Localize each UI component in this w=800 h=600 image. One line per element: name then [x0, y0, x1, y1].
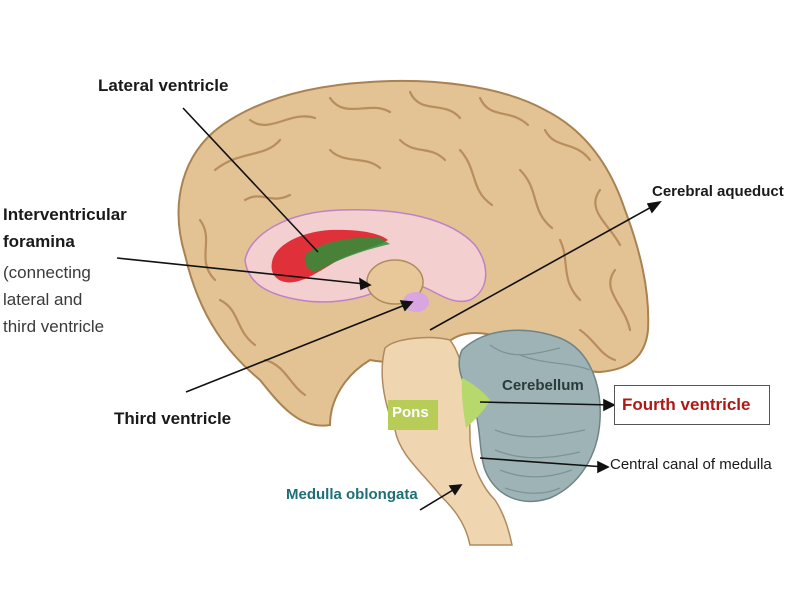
pointer-interventricular-arrowhead	[359, 277, 372, 291]
brainstem	[381, 336, 513, 546]
pointer-central	[479, 457, 606, 468]
third-ventricle-shape	[403, 292, 429, 312]
cerebellum-folia	[489, 344, 591, 494]
label-lateral-ventricle: Lateral ventricle	[98, 76, 229, 95]
label-central-canal: Central canal of medulla	[610, 456, 772, 473]
pointer-lateral	[182, 107, 319, 253]
pointer-central-arrowhead	[597, 460, 610, 474]
pointer-medulla	[419, 486, 459, 511]
pointer-fourth	[479, 401, 613, 406]
pointer-third-arrowhead	[399, 300, 414, 312]
label-pons: Pons	[392, 404, 429, 421]
label-interventricular-line2: foramina	[3, 232, 75, 251]
pointer-interventricular	[116, 257, 366, 285]
fourth-ventricle-shape	[461, 378, 490, 428]
pointer-medulla-arrowhead	[448, 484, 463, 496]
label-third-ventricle: Third ventricle	[114, 409, 232, 428]
thalamus	[366, 259, 424, 305]
label-fourth-ventricle: Fourth ventricle	[622, 395, 751, 414]
label-interventricular-note: (connecting lateral and third ventricle	[3, 263, 105, 336]
ventricle-region	[244, 209, 487, 303]
lateral-ventricle-green	[304, 237, 390, 272]
cerebrum-folds	[198, 90, 632, 397]
pointer-aqueduct	[429, 204, 656, 331]
label-cerebellum: Cerebellum	[502, 377, 584, 394]
pointer-third	[185, 302, 411, 393]
label-cerebral-aqueduct: Cerebral aqueduct	[652, 183, 784, 200]
pointer-aqueduct-arrowhead	[646, 200, 662, 214]
pointer-fourth-arrowhead	[603, 398, 616, 412]
label-interventricular-line1: Interventricular	[3, 205, 127, 224]
fourth-ventricle-label-box	[614, 385, 770, 425]
cerebellum	[458, 329, 601, 503]
pons-label-box	[388, 400, 438, 430]
pointer-lines	[116, 107, 662, 511]
label-medulla-oblongata: Medulla oblongata	[286, 486, 418, 503]
